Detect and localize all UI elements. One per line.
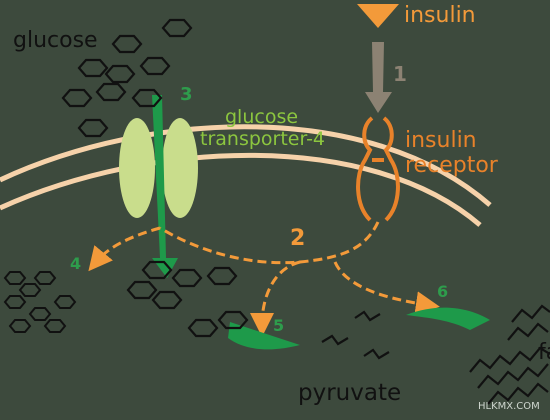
pyruvate-fragment bbox=[363, 348, 390, 360]
glycogen-hexagon bbox=[8, 319, 32, 333]
insulin-binding-arrow bbox=[365, 42, 392, 113]
signal-path-receptor bbox=[159, 221, 380, 265]
fatty-acid-chain bbox=[477, 363, 549, 389]
glycogen-hexagon bbox=[53, 295, 77, 309]
step-4-label: 4 bbox=[70, 254, 82, 273]
glycogen-hexagon bbox=[3, 295, 27, 309]
glycolysis-arrow bbox=[228, 322, 300, 350]
glucose-hexagon bbox=[141, 260, 173, 280]
step-2-label: 2 bbox=[290, 226, 306, 251]
insulin-receptor-right bbox=[382, 116, 400, 222]
pyruvate-fragment bbox=[321, 334, 349, 346]
glycogen-hexagon bbox=[43, 319, 67, 333]
glucose-hexagon bbox=[95, 82, 127, 102]
glucose-hexagon bbox=[206, 266, 238, 286]
glycogen-hexagon bbox=[28, 307, 52, 321]
glucose-hexagon bbox=[77, 58, 109, 78]
glucose-hexagon bbox=[139, 56, 171, 76]
watermark: HLKMX.COM bbox=[478, 401, 540, 412]
glycogen-hexagon bbox=[18, 283, 42, 297]
glucose-hexagon bbox=[77, 118, 109, 138]
pyruvate-fragment bbox=[354, 310, 381, 322]
step-5-label: 5 bbox=[273, 316, 285, 335]
glut4-label-line1: glucose bbox=[225, 106, 299, 128]
step-6-label: 6 bbox=[437, 282, 449, 301]
fatty-acid-chain bbox=[507, 322, 549, 341]
glucose-hexagon bbox=[126, 280, 158, 300]
glucose-hexagon bbox=[111, 34, 143, 54]
glut4-label-line2: transporter-4 bbox=[200, 128, 326, 150]
signal-path-to-4 bbox=[88, 226, 161, 272]
insulin-triangle bbox=[357, 4, 399, 28]
glucose-hexagon bbox=[104, 64, 136, 84]
glucose-label: glucose bbox=[13, 28, 98, 53]
signal-path-to-5 bbox=[250, 260, 301, 337]
receptor-label-line1: insulin bbox=[405, 128, 477, 153]
fatty-acid-synthesis-arrow bbox=[406, 307, 490, 330]
fatty-acid-chain bbox=[511, 304, 550, 323]
glycogen-hexagon bbox=[33, 271, 57, 285]
glucose-uptake-arrow bbox=[152, 95, 178, 278]
glut4-left-half bbox=[119, 118, 155, 218]
fatty-acid-label: fa bbox=[538, 340, 550, 365]
glucose-hexagon bbox=[151, 290, 183, 310]
fatty-acid-chain bbox=[487, 382, 549, 405]
signal-path-to-6 bbox=[333, 261, 440, 316]
insulin-receptor-left bbox=[356, 116, 374, 222]
glucose-hexagon bbox=[131, 88, 163, 108]
membrane-inner bbox=[0, 152, 482, 227]
glucose-hexagon bbox=[217, 310, 249, 330]
fatty-acid-chain bbox=[469, 346, 550, 373]
glucose-hexagon bbox=[61, 88, 93, 108]
glucose-hexagon bbox=[161, 18, 193, 38]
step-3-label: 3 bbox=[180, 84, 193, 105]
glut4-right-half bbox=[162, 118, 198, 218]
glucose-hexagon bbox=[171, 268, 203, 288]
receptor-label-line2: receptor bbox=[405, 153, 498, 178]
membrane-outer bbox=[0, 124, 492, 207]
glucose-hexagon bbox=[187, 318, 219, 338]
glycogen-hexagon bbox=[3, 271, 27, 285]
insulin-label: insulin bbox=[404, 3, 476, 28]
pyruvate-label: pyruvate bbox=[298, 380, 402, 406]
step-1-label: 1 bbox=[393, 62, 407, 86]
